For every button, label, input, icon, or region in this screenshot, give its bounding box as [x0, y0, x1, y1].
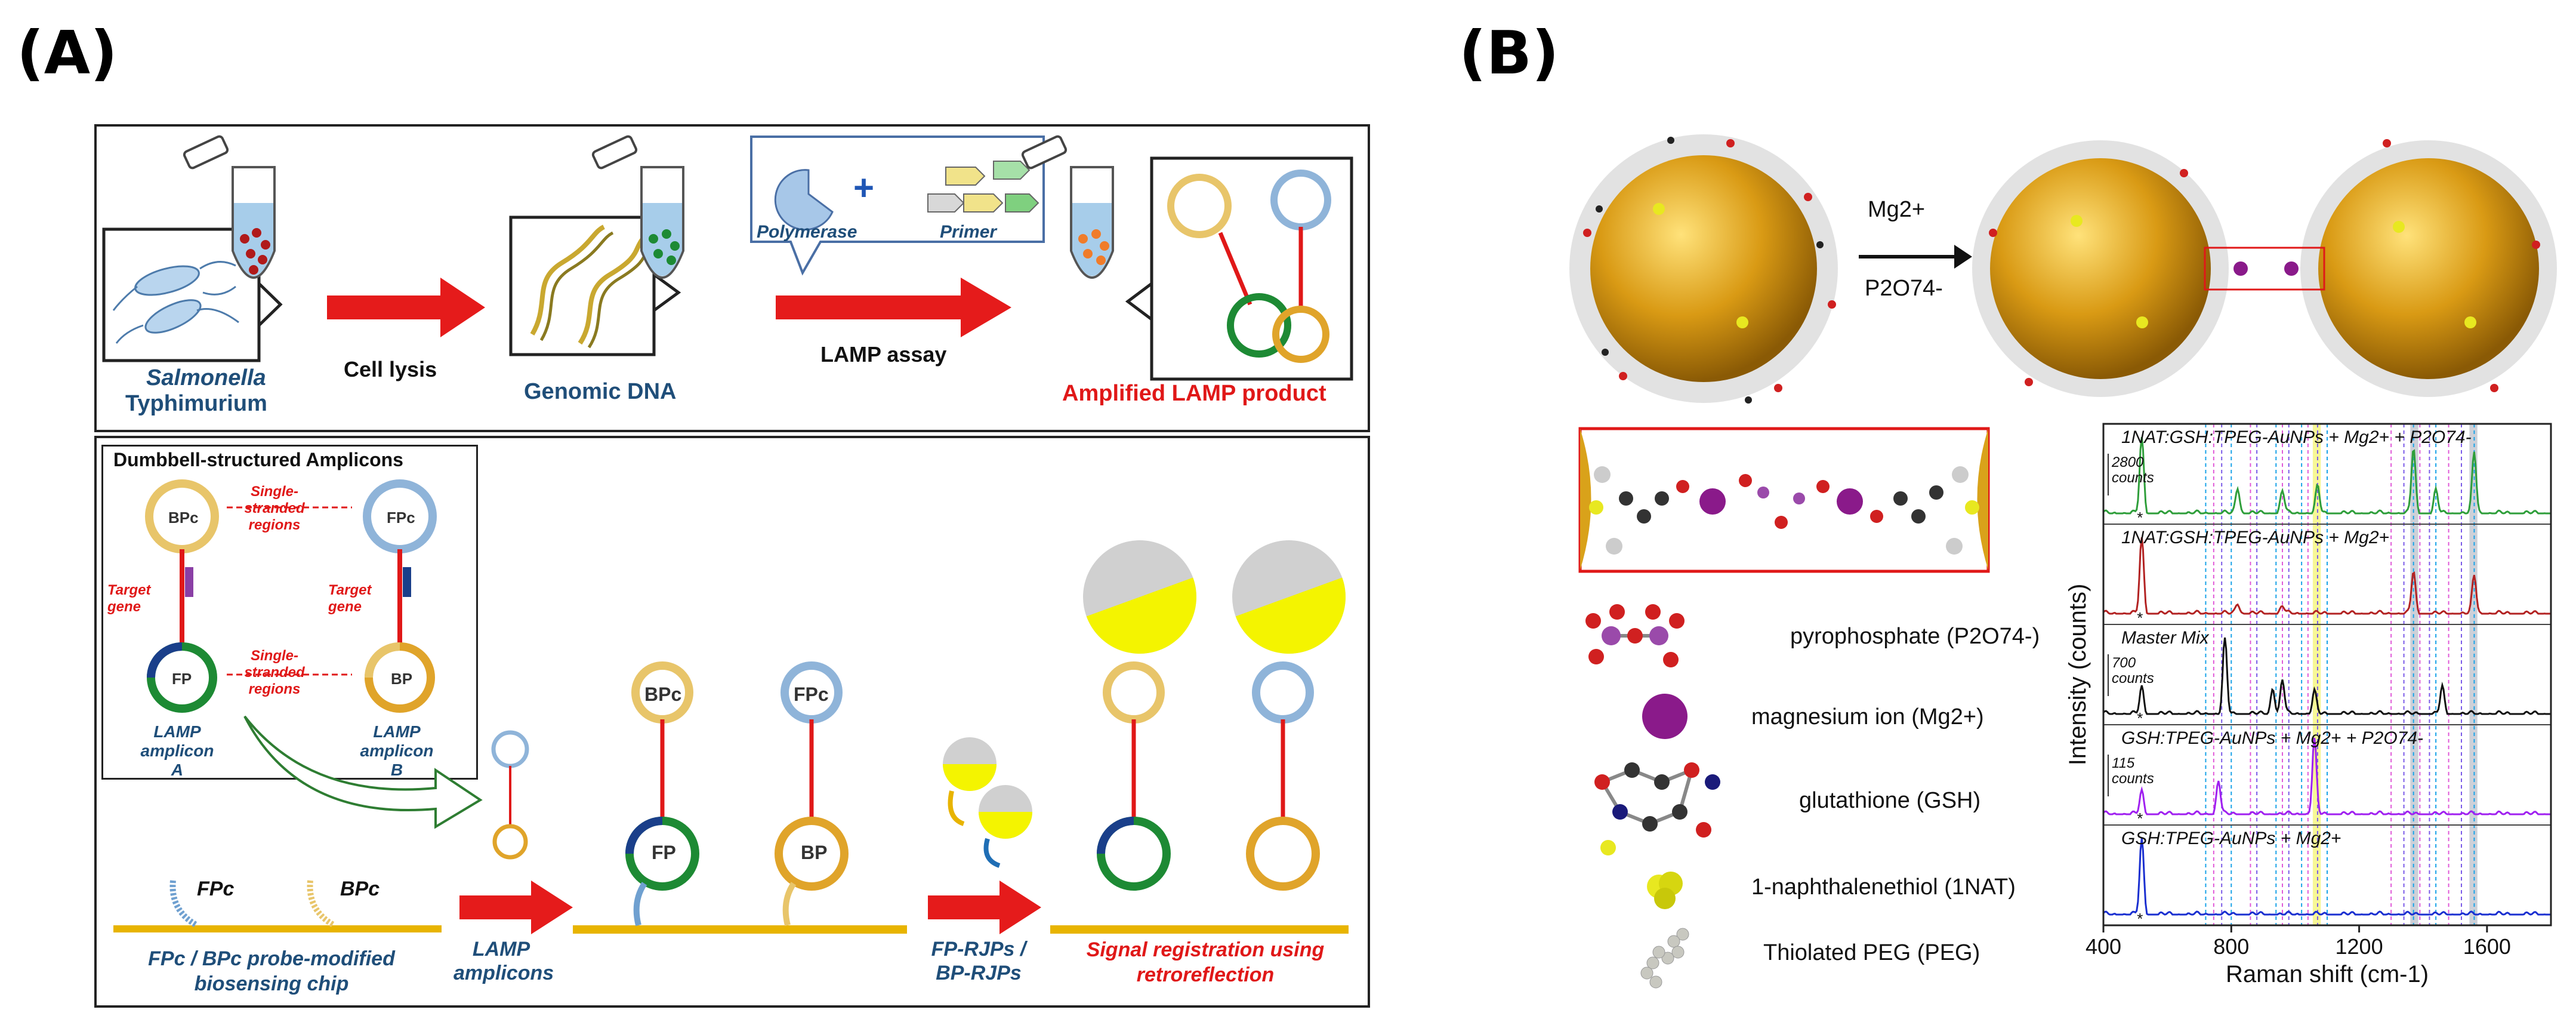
- scale-bar-value: 700: [2112, 655, 2136, 671]
- amplicon-b-label: LAMP amplicon B: [360, 722, 434, 779]
- rjp-particles: [943, 737, 1032, 868]
- panel-a-letter: (A): [17, 18, 118, 88]
- tube-3-icon: [1021, 135, 1114, 279]
- arrow-label-mg: Mg2+: [1868, 197, 1926, 222]
- amplicons-title: Dumbbell-structured Amplicons: [113, 449, 403, 470]
- spectrum-line: [2102, 737, 2551, 815]
- bp-label-b: BP: [391, 670, 413, 688]
- probe-chip: [113, 925, 442, 932]
- rjps-label: FP-RJPs / BP-RJPs: [931, 938, 1026, 984]
- star-marker: *: [2137, 809, 2143, 827]
- star-marker: *: [2137, 609, 2143, 627]
- amplicon-zoom: [1125, 156, 1353, 381]
- reagent-callout: +: [750, 136, 1045, 276]
- polymerase-label: Polymerase: [757, 222, 857, 242]
- chip-fpc-label: FPc: [197, 878, 235, 900]
- highlight-band: [2410, 424, 2418, 925]
- amplicons-inset: [101, 445, 478, 780]
- svg-text:+: +: [853, 168, 874, 208]
- dna-zoom: [509, 216, 681, 356]
- fp-label-a: FP: [172, 670, 192, 688]
- highlight-band: [2469, 424, 2478, 925]
- lamp-assay-label: LAMP assay: [820, 342, 947, 367]
- peg-icon: [1640, 928, 1689, 989]
- legend-magnesium: magnesium ion (Mg2+): [1751, 704, 1984, 729]
- x-tick-label: 400: [2086, 934, 2121, 959]
- arrow-label-pp: P2O74-: [1865, 276, 1943, 301]
- scale-bar-value: 115: [2112, 755, 2135, 771]
- arrow-lamp-amplicons: [459, 881, 573, 934]
- signal-chip: [1050, 540, 1349, 934]
- single-stranded-top: Single-stranded regions: [244, 484, 305, 533]
- fpc-probe: [169, 880, 199, 928]
- star-marker: *: [2137, 509, 2143, 527]
- arrow-lamp-assay: [776, 278, 1011, 337]
- reaction-arrow: [1859, 245, 1972, 269]
- arrow-rjps: [928, 881, 1041, 934]
- primer-label: Primer: [940, 222, 997, 242]
- chip2-bpc: BPc: [644, 684, 682, 705]
- legend-peg: Thiolated PEG (PEG): [1763, 940, 1980, 965]
- amplicon-a-label: LAMP amplicon A: [140, 722, 214, 779]
- amplified-label: Amplified LAMP product: [1062, 381, 1326, 406]
- genomic-dna-label: Genomic DNA: [524, 379, 677, 404]
- typhimurium-label: Typhimurium: [125, 391, 267, 416]
- arrow-cell-lysis: [327, 278, 485, 337]
- spectrum-line: [2102, 637, 2551, 715]
- x-tick-label: 1600: [2463, 934, 2511, 959]
- spectrum-line: [2102, 537, 2551, 615]
- scale-bar-unit: counts: [2112, 771, 2154, 787]
- panel-b-letter: (B): [1459, 18, 1559, 88]
- plot-frame: [2102, 423, 2552, 926]
- spectrum-label: GSH:TPEG-AuNPs + Mg2+ + P2O74-: [2121, 728, 2423, 748]
- target-gene-b: Target gene: [328, 582, 372, 615]
- glutathione-icon: [1594, 762, 1720, 855]
- spectrum-label: 1NAT:GSH:TPEG-AuNPs + Mg2+ + P2O74-: [2121, 427, 2472, 447]
- amplicon-diagrams: [145, 479, 437, 713]
- x-tick-label: 800: [2213, 934, 2249, 959]
- small-amplicon: [491, 730, 529, 860]
- bpc-probe: [307, 880, 336, 928]
- x-axis-label: Raman shift (cm-1): [2226, 961, 2429, 987]
- single-stranded-bottom: Single-stranded regions: [244, 648, 305, 697]
- raman-chart: 1NAT:GSH:TPEG-AuNPs + Mg2+ + P2O74-*1NAT…: [2065, 423, 2552, 987]
- spectrum-label: GSH:TPEG-AuNPs + Mg2+: [2121, 829, 2341, 848]
- legend-glutathione: glutathione (GSH): [1799, 788, 1981, 813]
- nanoparticle-dimer: [1972, 139, 2557, 397]
- scale-bar-unit: counts: [2112, 670, 2154, 687]
- salmonella-label: Salmonella: [146, 365, 266, 390]
- y-axis-label: Intensity (counts): [2065, 584, 2091, 766]
- spectrum-line: [2102, 838, 2551, 916]
- chip-bpc-label: BPc: [340, 878, 380, 900]
- spectrum-label: 1NAT:GSH:TPEG-AuNPs + Mg2+: [2121, 528, 2389, 547]
- fpc-label-b: FPc: [387, 509, 415, 527]
- signal-label: Signal registration using retroreflectio…: [1086, 938, 1325, 986]
- cell-lysis-label: Cell lysis: [344, 357, 437, 381]
- chip2-fpc: FPc: [794, 684, 829, 705]
- bpc-label-a: BPc: [168, 509, 199, 527]
- pyrophosphate-icon: [1585, 604, 1685, 667]
- scale-bar-value: 2800: [2111, 454, 2144, 470]
- star-marker: *: [2137, 709, 2143, 727]
- spectrum-label: Master Mix: [2121, 628, 2210, 648]
- naphthalenethiol-icon: [1647, 872, 1683, 909]
- target-gene-a: Target gene: [107, 582, 151, 615]
- tube-1-icon: [183, 135, 276, 279]
- scale-bar-unit: counts: [2112, 470, 2154, 486]
- chip2-bp: BP: [801, 842, 828, 863]
- star-marker: *: [2137, 910, 2143, 928]
- legend-1nat: 1-naphthalenethiol (1NAT): [1751, 875, 2016, 900]
- molecule-zoom: [1578, 427, 1990, 573]
- magnesium-icon: [1642, 694, 1687, 739]
- tube-2-icon: [591, 135, 684, 279]
- x-tick-label: 1200: [2336, 934, 2383, 959]
- legend-pyrophosphate: pyrophosphate (P2O74-): [1790, 624, 2040, 649]
- chip-label: FPc / BPc probe-modified biosensing chip: [148, 947, 395, 995]
- nanoparticle-left: [1569, 134, 1838, 404]
- spectrum-line: [2102, 436, 2551, 515]
- lamp-amplicons-label: LAMP amplicons: [454, 938, 554, 984]
- chip2-fp: FP: [652, 842, 676, 863]
- hybridized-chip: [573, 661, 907, 934]
- amplicon-arrow: [243, 715, 483, 829]
